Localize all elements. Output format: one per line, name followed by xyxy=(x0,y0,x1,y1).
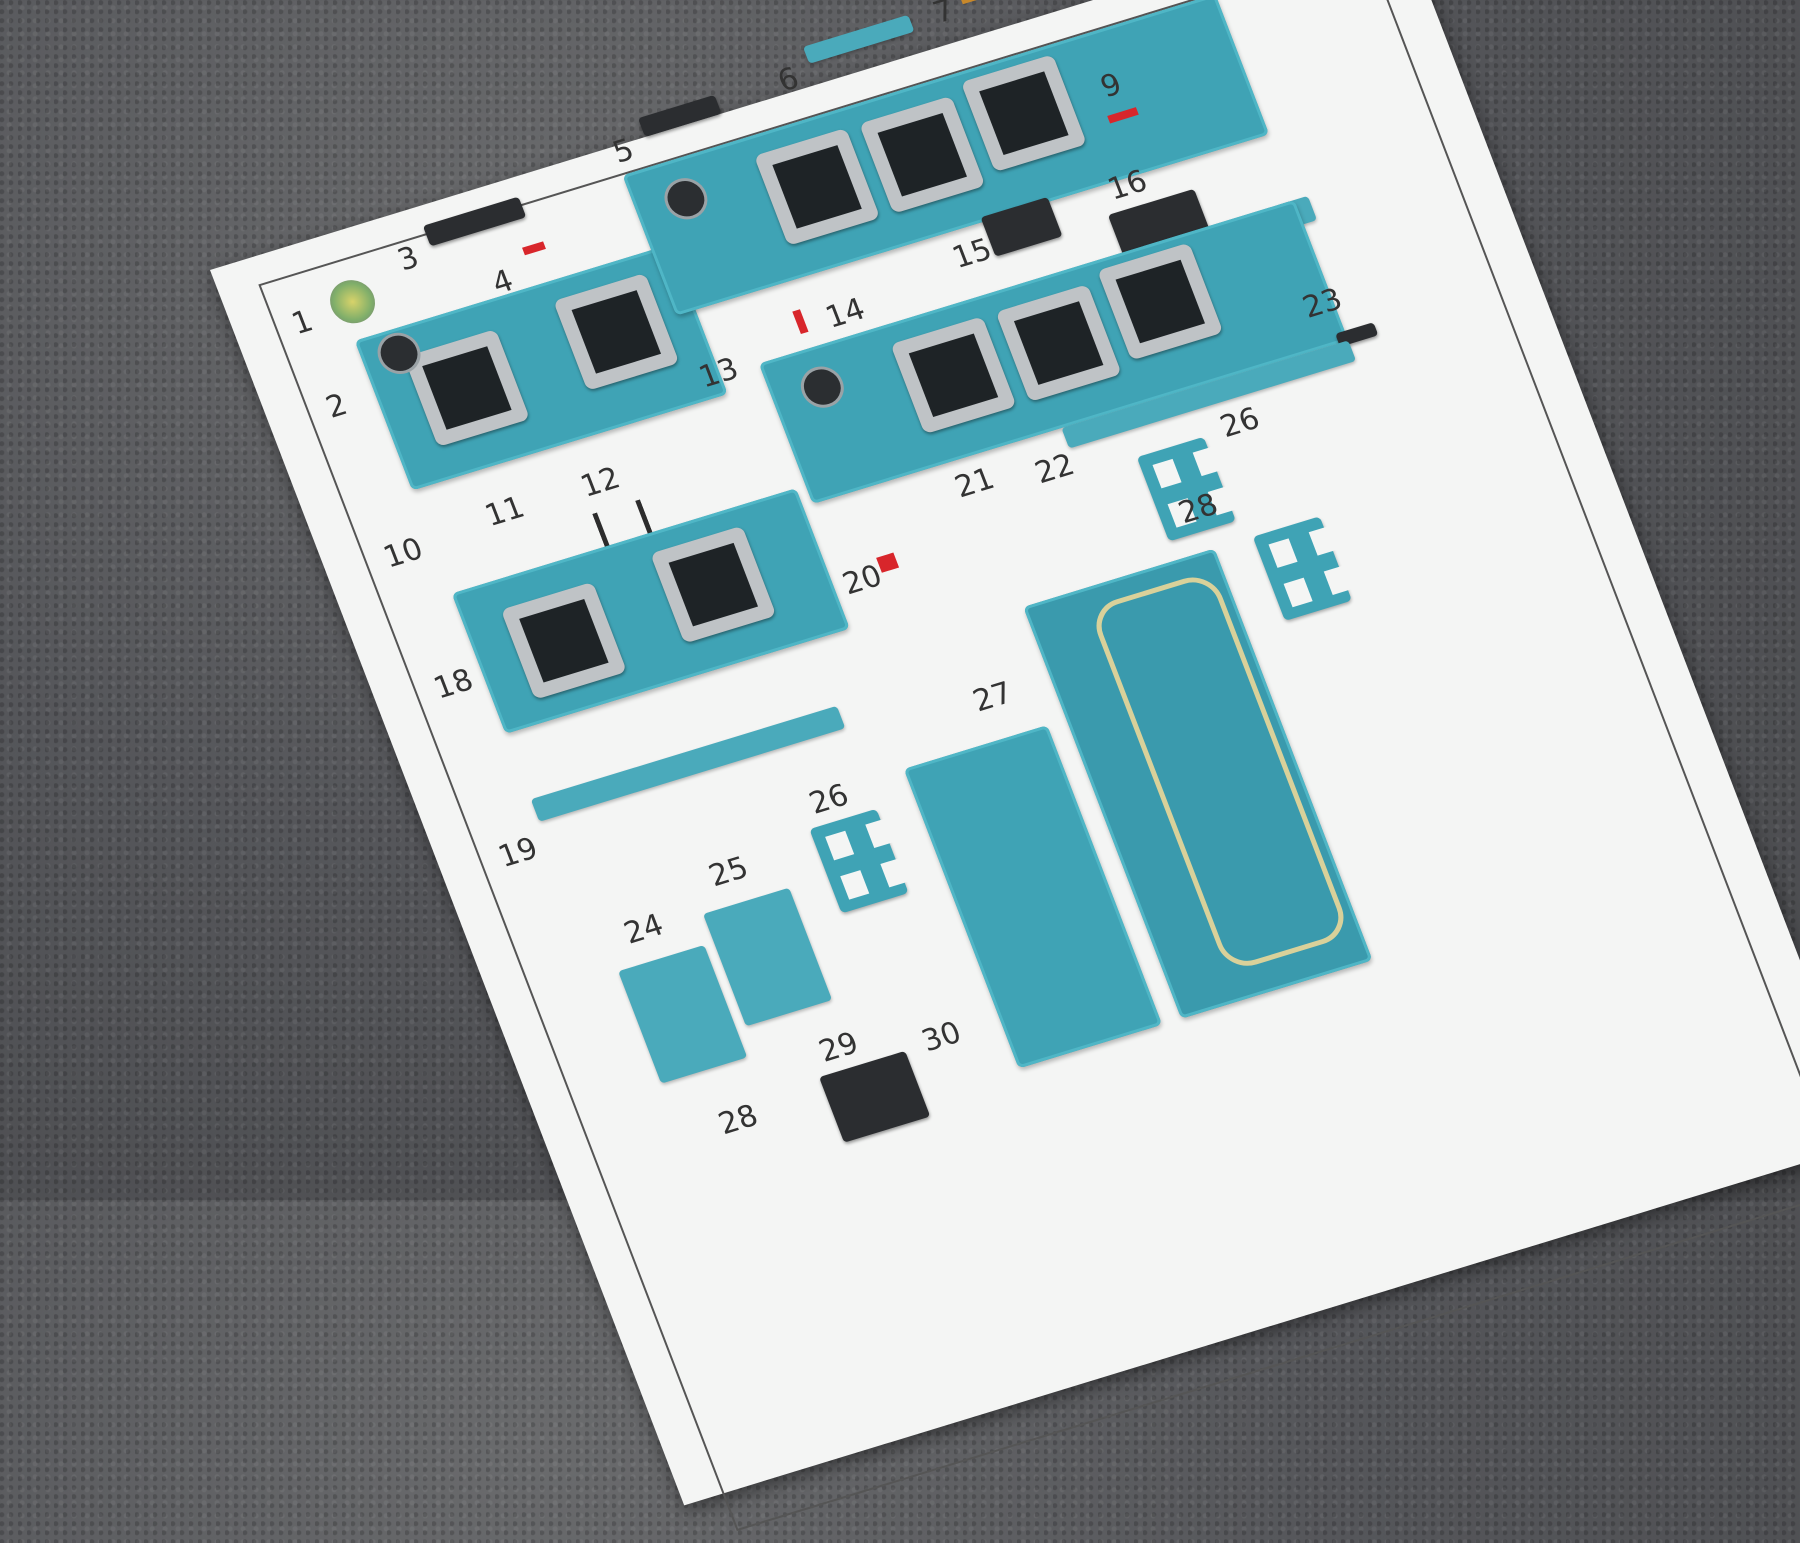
icon-image xyxy=(949,0,992,5)
label-7: 7 xyxy=(928,0,960,31)
label-8: 8 xyxy=(1037,0,1068,8)
attitude-indicator-icon xyxy=(658,172,714,225)
mfd-screen xyxy=(890,316,1017,435)
decal-sheet: 1 2 3 4 5 6 7 8 9 10 11 12 13 14 15 16 1… xyxy=(210,0,1800,1532)
mfd-screen xyxy=(403,329,531,448)
dark-connector-strip xyxy=(637,94,722,137)
blue-strip xyxy=(802,14,915,64)
mfd-screen xyxy=(995,284,1122,403)
mfd-screen xyxy=(960,54,1088,173)
mfd-screen xyxy=(859,95,986,214)
mfd-screen xyxy=(553,272,680,391)
mfd-screen xyxy=(500,581,628,700)
label-6: 6 xyxy=(773,60,804,100)
attitude-indicator-icon xyxy=(794,361,850,413)
mfd-screen xyxy=(753,127,881,246)
mfd-screen xyxy=(1097,242,1224,361)
label-5: 5 xyxy=(608,132,639,171)
mfd-screen xyxy=(650,525,777,644)
